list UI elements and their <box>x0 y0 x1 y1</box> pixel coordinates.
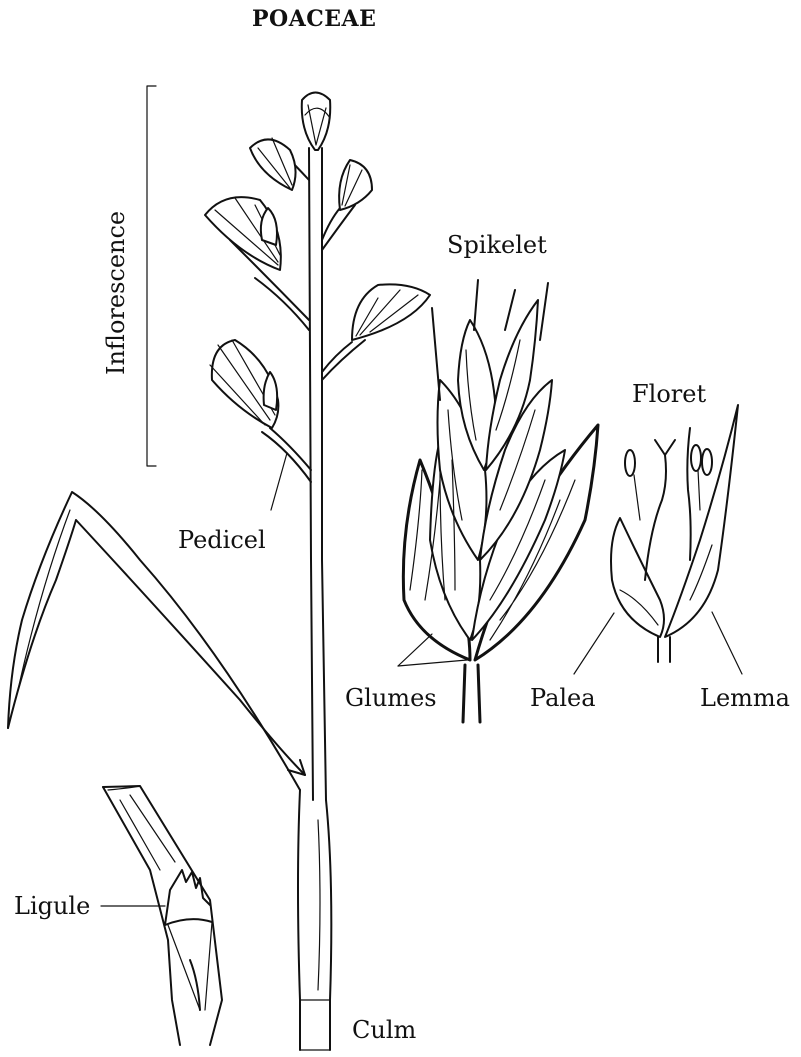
label-glumes: Glumes <box>345 686 437 710</box>
diagram-title: POACEAE <box>252 8 376 30</box>
pedicel-leader <box>271 453 287 510</box>
lemma-leader <box>712 612 742 674</box>
label-spikelet: Spikelet <box>447 233 547 257</box>
inflorescence-bracket <box>147 86 156 466</box>
floret-drawing <box>611 405 738 662</box>
label-culm: Culm <box>352 1018 416 1042</box>
palea-leader <box>574 613 614 674</box>
label-lemma: Lemma <box>700 686 790 710</box>
glumes-leader-1 <box>398 634 432 666</box>
label-pedicel: Pedicel <box>178 528 266 552</box>
label-ligule: Ligule <box>14 894 90 918</box>
label-inflorescence: Inflorescence <box>104 211 128 375</box>
plant-spikelets <box>205 93 430 429</box>
ligule-detail <box>103 786 222 1045</box>
main-culm <box>298 148 331 1050</box>
glumes-leader-2 <box>398 660 467 666</box>
label-floret: Floret <box>632 382 706 406</box>
label-palea: Palea <box>530 686 596 710</box>
spikelet-drawing <box>403 280 598 722</box>
